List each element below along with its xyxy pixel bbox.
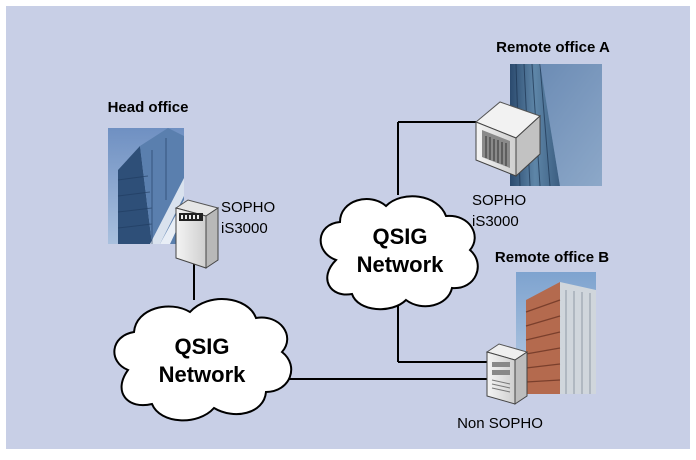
remote-office-a-system-line1: SOPHO [472,192,526,209]
pbx-cabinet-icon [174,199,220,269]
server-tower-icon [485,343,529,405]
remote-office-a-title: Remote office A [496,39,610,56]
pbx-cabinet-icon [475,101,541,178]
remote-office-b-system: Non SOPHO [457,415,543,432]
connection-lines [193,121,487,380]
network-label-line1: QSIG [372,224,427,249]
network-label-line2: Network [159,362,247,387]
remote-office-b-building-image [516,272,596,394]
head-office-system-line1: SOPHO [221,199,275,216]
qsig-network-cloud-left: QSIG Network [113,298,293,422]
remote-office-b-title: Remote office B [495,249,609,266]
head-office-system-line2: iS3000 [221,220,268,237]
network-label-line2: Network [357,252,445,277]
head-office-title: Head office [108,99,189,116]
qsig-network-cloud-right: QSIG Network [319,195,479,311]
remote-office-a-system-line2: iS3000 [472,213,519,230]
head-office-building-image [108,128,184,244]
network-label-line1: QSIG [174,334,229,359]
